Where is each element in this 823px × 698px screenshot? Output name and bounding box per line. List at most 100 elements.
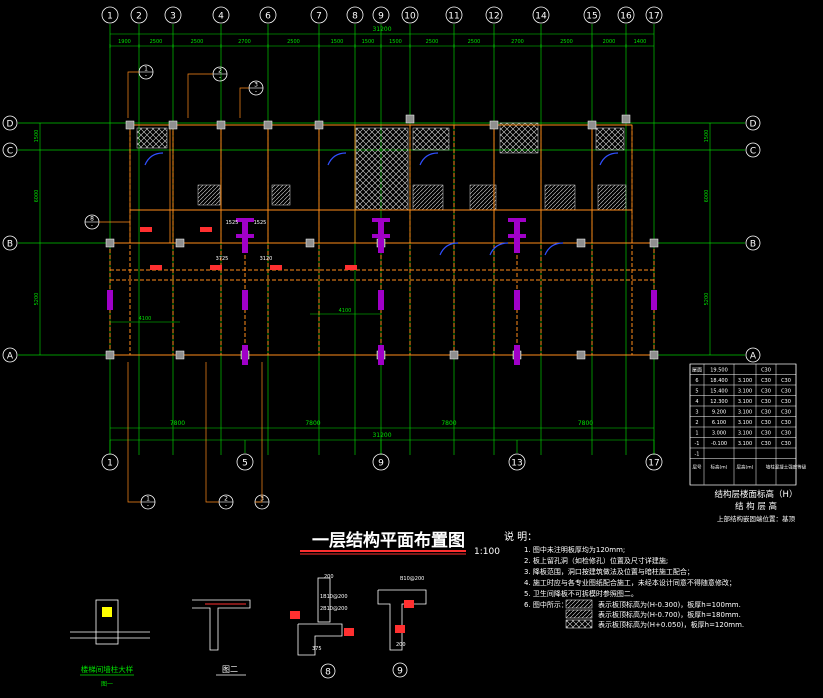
- section-sheet: -: [219, 74, 221, 81]
- column-small: [576, 238, 586, 248]
- plan-title: 一层结构平面布置图: [312, 530, 465, 551]
- column-i-shape: [372, 218, 390, 238]
- hatched-area: [412, 127, 450, 151]
- axis-label-top: 10: [404, 12, 416, 22]
- d3-tag: [344, 628, 354, 636]
- section-leader: [127, 362, 141, 503]
- dim-segment-bottom: 7800: [578, 420, 593, 427]
- dim-right: 1500: [704, 130, 710, 143]
- axis-label-top: 12: [488, 12, 499, 22]
- table-cell: -1: [695, 452, 700, 458]
- hatched-area: [595, 127, 625, 151]
- span-dim: 4100: [139, 316, 152, 322]
- dim-segment-top: 1400: [634, 39, 647, 45]
- dim-left: 6000: [34, 190, 40, 203]
- dim-segment-top: 2500: [150, 39, 163, 45]
- table-footer: 标高(m): [711, 464, 728, 471]
- d3-label: 2B10@200: [320, 606, 348, 612]
- d3-bubble: [320, 663, 336, 679]
- red-tag: [270, 265, 282, 270]
- axis-label-top: 2: [136, 12, 142, 22]
- axis-label-top: 17: [648, 12, 659, 22]
- room-outline: [318, 124, 356, 244]
- column-i-shape: [508, 218, 526, 238]
- section-num: 2: [224, 496, 228, 503]
- axis-bubble: [212, 6, 230, 24]
- axis-bubble: [2, 142, 18, 158]
- axis-label-top: 8: [352, 12, 358, 22]
- axis-label-top: 16: [620, 12, 632, 22]
- table-cell: 19.500: [710, 368, 728, 374]
- table-cell: C30: [761, 441, 771, 447]
- room-dim: 3120: [260, 256, 273, 262]
- column-small: [587, 120, 597, 130]
- column-small: [175, 350, 185, 360]
- dim-segment-top: 2700: [238, 39, 251, 45]
- section-leader: [255, 362, 263, 503]
- room-dim: 1525: [226, 220, 239, 226]
- axis-label-top: 9: [378, 12, 384, 22]
- column-purple: [242, 233, 248, 253]
- axis-bubble: [259, 6, 277, 24]
- table-cell: C30: [761, 378, 771, 384]
- table-cell: 3: [695, 410, 698, 416]
- plan-scale: 1:100: [474, 547, 500, 557]
- stair-arc: [599, 152, 619, 166]
- stair-arc: [327, 152, 347, 166]
- section-num: 2: [218, 68, 222, 75]
- table-cell: 9.200: [712, 410, 726, 416]
- table-cell: 3.000: [712, 431, 726, 437]
- axis-bubble: [101, 453, 119, 471]
- legend-text: 表示板顶标高为(H-0.300)，板厚h=100mm.: [598, 600, 741, 609]
- table-cell: C30: [781, 431, 791, 437]
- table-cell: 2: [695, 420, 698, 426]
- d3-label: 1B10@200: [320, 594, 348, 600]
- column-small: [649, 238, 659, 248]
- dim-total-top: 31200: [372, 26, 391, 33]
- stair-arc: [544, 242, 564, 256]
- section-leader: [127, 71, 139, 118]
- hatched-area: [412, 184, 444, 211]
- axis-label-bottom: 13: [511, 459, 522, 469]
- table-footer: 层号: [693, 465, 702, 471]
- column-small: [263, 120, 273, 130]
- section-sheet: -: [255, 88, 257, 95]
- d4-label: 200: [396, 642, 406, 648]
- hatched-area: [544, 184, 576, 211]
- hatched-slab-areas: [136, 122, 627, 211]
- table-cell: 3.100: [738, 420, 752, 426]
- table-cell: 3.100: [738, 441, 752, 447]
- table-caption: 上部结构嵌固端位置：基顶: [717, 514, 796, 523]
- axis-bubble: [617, 6, 635, 24]
- axis-bubble: [745, 347, 761, 363]
- d4-bubble: [392, 662, 408, 678]
- table-cell: C30: [761, 410, 771, 416]
- axis-label-top: 7: [316, 12, 322, 22]
- table-cell: 3.100: [738, 389, 752, 395]
- notes-heading: 说 明：: [504, 530, 537, 543]
- column-small: [649, 350, 659, 360]
- table-caption: 结 构 层 高: [735, 501, 777, 512]
- d4-profile: [377, 589, 427, 651]
- table-cell: C30: [781, 441, 791, 447]
- section-leader: [239, 87, 249, 118]
- axis-label-left: B: [7, 240, 13, 250]
- axis-label-top: 11: [448, 12, 459, 22]
- axis-label-right: C: [750, 147, 756, 157]
- column-purple: [651, 290, 657, 310]
- column-small: [305, 238, 315, 248]
- axis-label-left: A: [7, 352, 14, 362]
- legend-swatch: [565, 599, 593, 609]
- hatched-area: [499, 122, 539, 154]
- red-tag: [200, 227, 212, 232]
- axis-bubble: [645, 453, 663, 471]
- table-cell: 屋面: [692, 368, 702, 374]
- column-purple: [378, 345, 384, 365]
- d4-label: B10@200: [400, 576, 424, 582]
- axis-bubble: [745, 235, 761, 251]
- axis-bubble: [346, 6, 364, 24]
- note-item: 6. 图中所示：: [524, 600, 568, 609]
